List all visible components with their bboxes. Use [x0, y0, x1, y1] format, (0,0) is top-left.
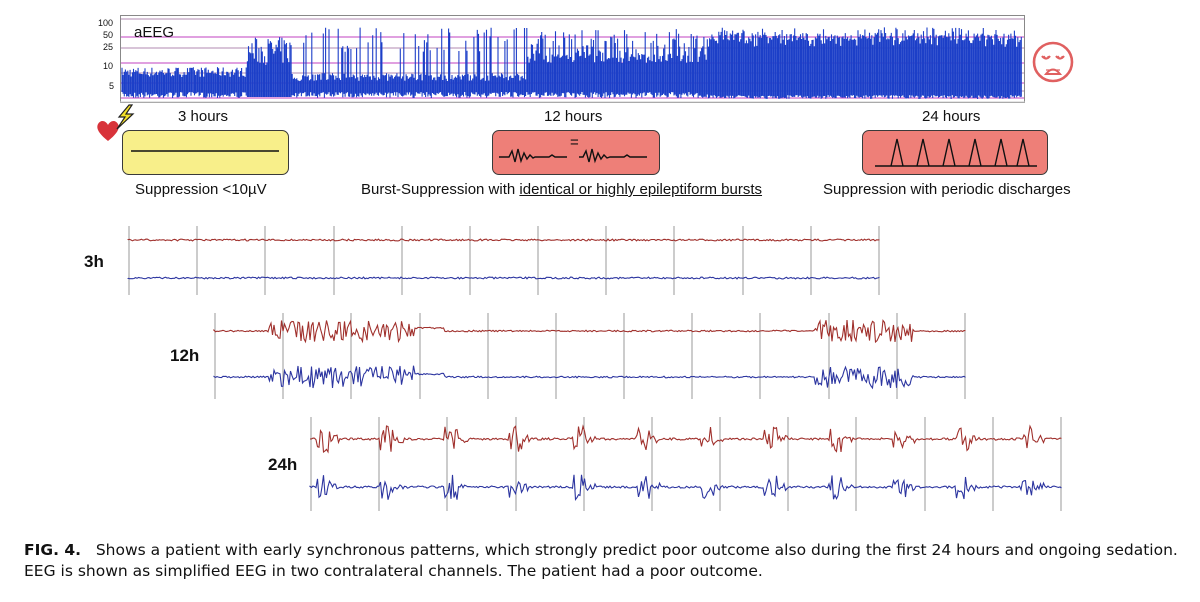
eeg-strip-12h — [213, 313, 966, 399]
aeeg-label: aEEG — [134, 24, 175, 41]
aeeg-y-tick: 25 — [103, 42, 114, 52]
time-label-24h: 24 hours — [922, 108, 981, 125]
eeg-strip-24h — [309, 417, 1062, 511]
eeg-channel-left — [310, 424, 1062, 454]
eeg-row-label-12h: 12h — [170, 346, 200, 365]
eeg-row-label-3h: 3h — [84, 252, 104, 271]
eeg-channel-right — [127, 276, 880, 280]
eeg-channel-right — [213, 365, 966, 390]
periodic-glyph — [875, 138, 1037, 167]
aeeg-y-tick: 50 — [103, 30, 114, 40]
aeeg-y-tick: 100 — [98, 18, 114, 28]
figure-number: FIG. 4. — [24, 541, 82, 559]
aeeg-trend-trace — [121, 27, 1022, 99]
pattern-box-suppression — [122, 130, 289, 175]
pattern-box-periodic — [862, 130, 1048, 175]
pattern-label-burst-suppression: Burst-Suppression with identical or high… — [361, 181, 762, 198]
flat-line-glyph — [131, 150, 279, 152]
eeg-channel-right — [309, 474, 1062, 501]
eeg-channel-left — [127, 238, 880, 242]
pattern-label-burst-underlined: identical or highly epileptiform bursts — [519, 181, 763, 198]
aeeg-y-tick: 5 — [109, 81, 115, 91]
eeg-strip-3h — [127, 226, 880, 295]
eeg-row-label-24h: 24h — [268, 455, 298, 474]
eeg-channel-left — [213, 319, 966, 344]
pattern-label-burst-prefix: Burst-Suppression with — [361, 181, 520, 198]
time-label-3h: 3 hours — [178, 108, 229, 125]
pattern-label-suppression: Suppression <10µV — [135, 181, 267, 198]
figure-caption: FIG. 4. Shows a patient with early synch… — [24, 540, 1184, 582]
figure-caption-text: Shows a patient with early synchronous p… — [24, 541, 1178, 580]
pattern-label-periodic: Suppression with periodic discharges — [823, 181, 1071, 198]
sad-face-icon — [1032, 41, 1074, 83]
aeeg-panel: 100 50 25 10 5 aEEG — [98, 15, 1028, 105]
burst-glyph — [499, 148, 647, 164]
pattern-box-burst-suppression: = — [492, 130, 660, 175]
aeeg-y-tick: 10 — [103, 61, 114, 71]
equal-sign: = — [570, 134, 579, 151]
heart-icon — [97, 121, 119, 141]
aeeg-trace-area — [120, 15, 1025, 103]
lightning-icon — [116, 104, 135, 130]
time-label-12h: 12 hours — [544, 108, 603, 125]
